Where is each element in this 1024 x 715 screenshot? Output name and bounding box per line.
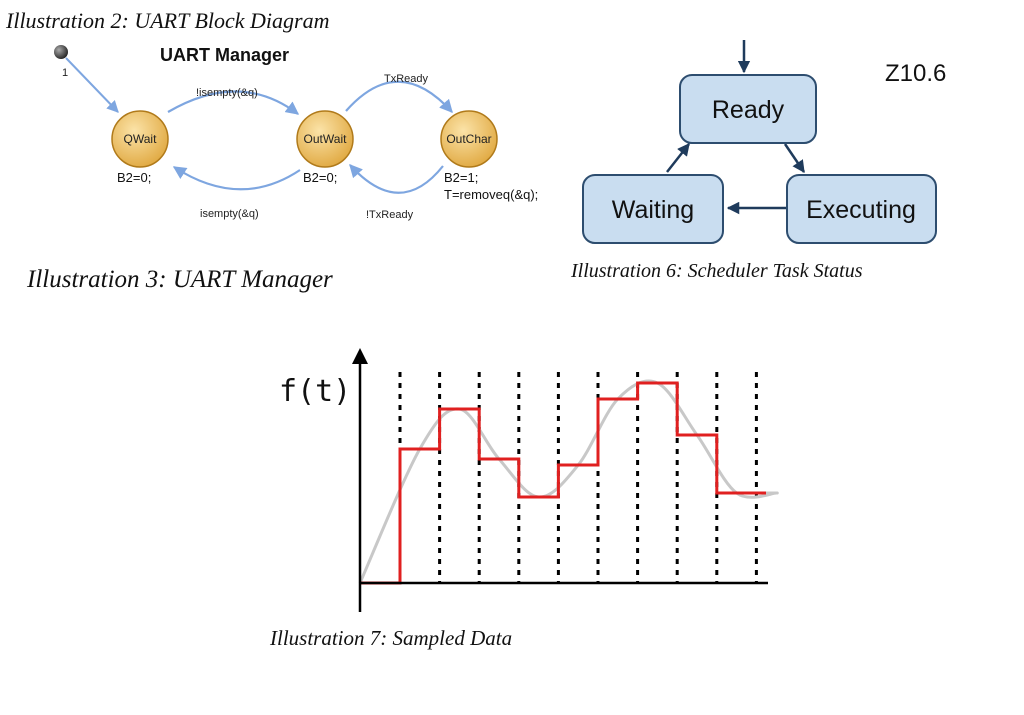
state-outchar-action-1: B2=1; [444,170,478,185]
block-diagram-caption: Illustration 2: UART Block Diagram [6,8,330,33]
state-outchar: OutChar [440,110,498,168]
initial-state-dot [54,45,68,59]
state-qwait-label: QWait [124,132,158,146]
page-label: Z10.6 [885,60,947,87]
uart-manager-title: UART Manager [160,45,289,65]
arrow-waiting-ready [666,143,690,173]
state-ready: Ready [679,74,817,144]
sampled-data-plot: f(t) [279,348,779,612]
scheduler-diagram: Ready Waiting Executing [582,40,937,244]
initial-transition-arrow [65,57,119,113]
state-qwait: QWait [111,110,169,168]
continuous-signal-curve [358,379,779,584]
sampled-data-caption: Illustration 7: Sampled Data [270,626,513,650]
label-txready: TxReady [384,73,429,85]
initial-transition-label: 1 [62,67,68,79]
arrow-ready-executing [783,143,806,174]
transition-outwait-outchar [345,80,453,113]
state-qwait-action: B2=0; [117,170,151,185]
uart-manager-diagram: UART Manager 1 !isempty(&q) isempty(&q) … [54,45,538,221]
uart-manager-caption: Illustration 3: UART Manager [27,266,333,293]
scheduler-caption: Illustration 6: Scheduler Task Status [571,260,863,282]
label-isempty: isempty(&q) [200,208,259,220]
state-outchar-label: OutChar [446,132,491,146]
state-outwait-label: OutWait [304,132,348,146]
state-outwait: OutWait [296,110,354,168]
transition-outwait-qwait [172,166,301,191]
state-outchar-action-2: T=removeq(&q); [444,187,538,202]
label-not-isempty: !isempty(&q) [196,87,258,99]
state-executing-label: Executing [806,196,916,224]
state-outwait-action: B2=0; [303,170,337,185]
transition-outchar-outwait [349,164,444,194]
sample-grid [398,372,758,583]
axis-label-ft: f(t) [279,374,351,409]
state-ready-label: Ready [712,96,785,124]
state-waiting-label: Waiting [612,196,694,224]
y-axis-arrowhead [352,348,368,364]
label-not-txready: !TxReady [366,209,414,221]
transition-qwait-outwait [167,90,300,115]
state-waiting: Waiting [582,174,724,244]
state-executing: Executing [786,174,937,244]
sampled-step-line [360,381,766,585]
